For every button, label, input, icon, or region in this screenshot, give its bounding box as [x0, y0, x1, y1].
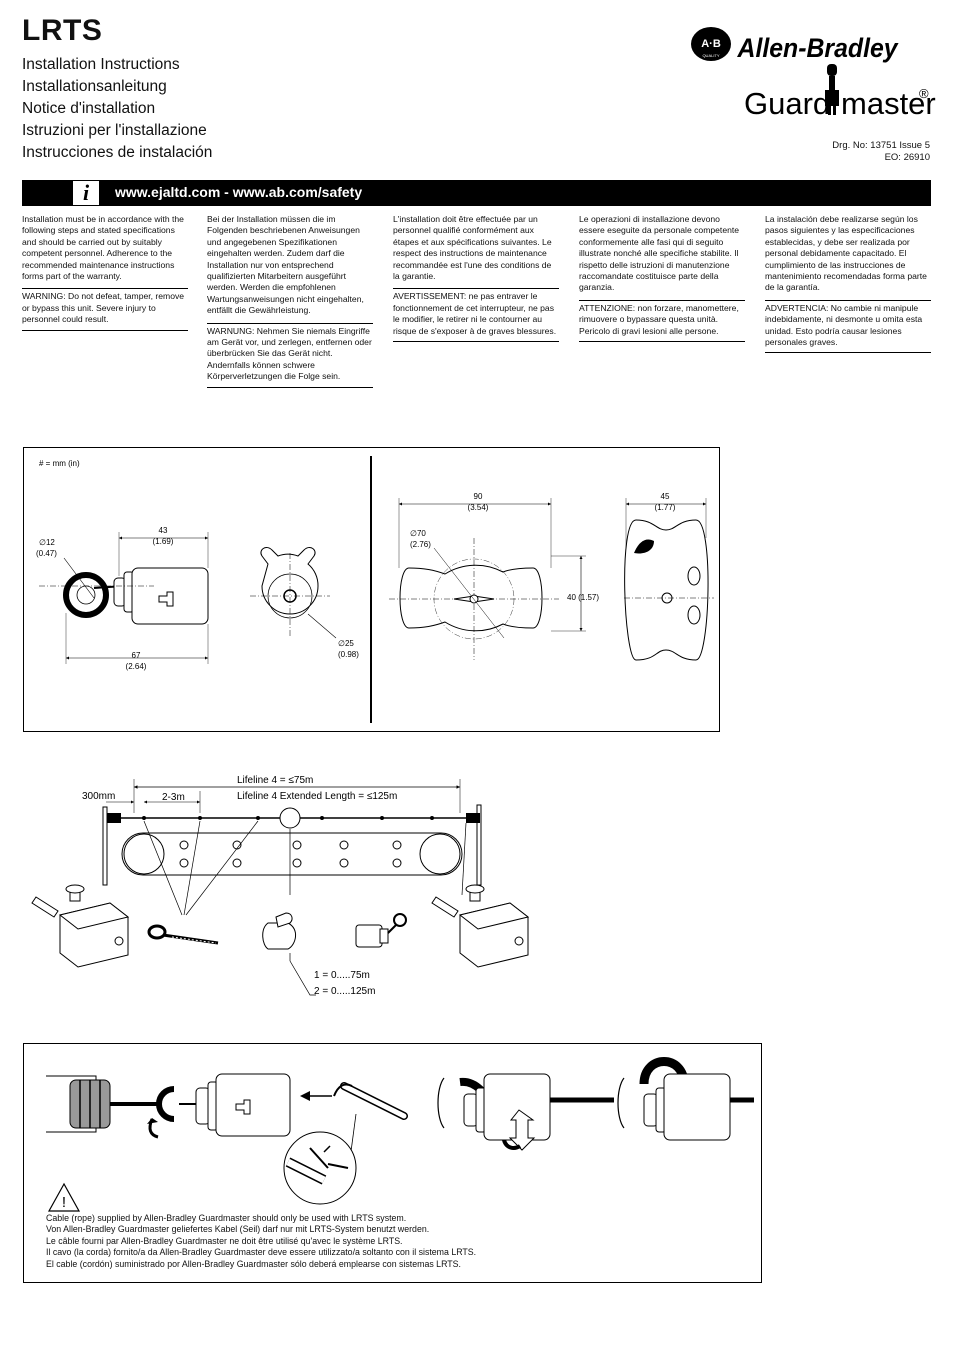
- dim-67-in: (2.64): [126, 662, 147, 671]
- warning-french: AVERTISSEMENT: ne pas entraver le foncti…: [393, 288, 559, 343]
- website-urls[interactable]: www.ejaltd.com - www.ab.com/safety: [115, 184, 363, 200]
- cable-note-de: Von Allen-Bradley Guardmaster gelieferte…: [46, 1224, 430, 1235]
- column-german: Bei der Installation müssen die im Folge…: [207, 214, 373, 388]
- dim-90-in: (3.54): [468, 503, 489, 512]
- subtitle-de: Installationsanleitung: [22, 78, 167, 95]
- warning-english: WARNING: Do not defeat, tamper, remove o…: [22, 288, 188, 331]
- drawing-number: Drg. No: 13751 Issue 5: [832, 140, 930, 151]
- column-spanish: La instalación debe realizarse según los…: [765, 214, 931, 354]
- step3-assembly: [617, 1057, 754, 1141]
- subtitle-en: Installation Instructions: [22, 56, 180, 73]
- spacing-label: 2-3m: [162, 792, 185, 803]
- subtitle-es: Instrucciones de instalación: [22, 144, 213, 161]
- step2-assembly: [437, 1073, 614, 1151]
- dim-d25-in: (0.98): [338, 650, 359, 659]
- cable-note-it: Il cavo (la corda) fornito/a da Allen-Br…: [46, 1247, 477, 1258]
- tensioner-front-view: [389, 538, 559, 660]
- hook-tensioner: [355, 913, 407, 948]
- guardmaster-master-text: master: [841, 86, 936, 121]
- subtitle-fr: Notice d'installation: [22, 100, 156, 117]
- eye-bolt: [147, 924, 219, 945]
- body-italian: Le operazioni di installazione devono es…: [579, 214, 740, 293]
- body-spanish: La instalación debe realizarse según los…: [765, 214, 927, 293]
- body-german: Bei der Installation müssen die im Folge…: [207, 214, 364, 316]
- column-english: Installation must be in accordance with …: [22, 214, 188, 331]
- ab-quality-text: QUALITY: [702, 53, 719, 58]
- cable-assembly-figure: !: [23, 1043, 762, 1283]
- allen-bradley-wordmark: Allen-Bradley: [737, 34, 900, 63]
- dim-43: 43: [159, 526, 168, 535]
- conveyor: [121, 832, 463, 876]
- dimensions-drawing: # = mm (in) ∅12 (0.47) 43 (1.69) 67 (2.6…: [36, 456, 714, 723]
- url-banner: i www.ejaltd.com - www.ab.com/safety: [22, 180, 931, 206]
- warning-triangle-icon: !: [47, 1182, 81, 1212]
- switch-right: [431, 884, 530, 968]
- tensioner-part: [262, 912, 296, 950]
- dim-45: 45: [661, 492, 670, 501]
- units-note: # = mm (in): [39, 459, 80, 468]
- dim-45-in: (1.77): [655, 503, 676, 512]
- end-post-left: [102, 806, 108, 886]
- registered-mark: ®: [919, 86, 929, 101]
- dim-d12-in: (0.47): [36, 549, 57, 558]
- document-title: LRTS: [22, 14, 103, 47]
- dim-d70: ∅70: [410, 529, 426, 538]
- hook-front-view: [250, 547, 330, 638]
- dim-d25: ∅25: [338, 639, 354, 648]
- column-french: L'installation doit être effectuée par u…: [393, 214, 559, 343]
- system-layout-diagram: Lifeline 4 = ≤75m Lifeline 4 Extended Le…: [31, 775, 530, 997]
- allen-bradley-guardmaster-logo: A·B QUALITY Allen-Bradley Guard master ®: [691, 27, 936, 121]
- range-75m: 1 = 0.....75m: [314, 970, 370, 981]
- dim-43-in: (1.69): [153, 537, 174, 546]
- cable-note-es: El cable (cordón) suministrado por Allen…: [46, 1258, 461, 1269]
- warning-german: WARNUNG: Nehmen Sie niemals Eingriffe am…: [207, 322, 373, 388]
- range-125m: 2 = 0.....125m: [314, 986, 375, 997]
- dim-67: 67: [132, 651, 141, 660]
- leader-d12: [63, 557, 95, 599]
- tensioner-side-view: [624, 519, 714, 661]
- eo-number: EO: 26910: [884, 152, 930, 163]
- ab-logo-text: A·B: [701, 38, 721, 50]
- subtitle-it: Istruzioni per l'installazione: [22, 122, 207, 139]
- body-english: Installation must be in accordance with …: [22, 214, 184, 282]
- detail-callout: [283, 1113, 357, 1205]
- cable-note-en: Cable (rope) supplied by Allen-Bradley G…: [46, 1213, 407, 1223]
- tensioner-on-rope: [279, 807, 301, 829]
- switch-left: [31, 884, 130, 968]
- warning-italian: ATTENZIONE: non forzare, manomettere, ri…: [579, 299, 745, 343]
- cable-notes: Cable (rope) supplied by Allen-Bradley G…: [46, 1213, 476, 1270]
- cable-note-fr: Le câble fourni par Allen-Bradley Guardm…: [46, 1235, 403, 1246]
- hook-side-view: [39, 567, 209, 625]
- dim-90: 90: [474, 492, 483, 501]
- info-icon: i: [73, 181, 99, 205]
- dim-40: 40 (1.57): [567, 593, 599, 602]
- drawing-info: Drg. No: 13751 Issue 5 EO: 26910: [832, 140, 930, 164]
- subtitle-list: Installation Instructions Installationsa…: [22, 54, 212, 164]
- end-distance-label: 300mm: [82, 791, 115, 802]
- body-french: L'installation doit être effectuée par u…: [393, 214, 552, 282]
- column-italian: Le operazioni di installazione devono es…: [579, 214, 745, 343]
- guardsman-icon: [825, 64, 839, 115]
- step1-assembly: [46, 1073, 408, 1139]
- dim-d12: ∅12: [39, 538, 55, 547]
- warning-mark: !: [62, 1194, 66, 1211]
- dim-d70-in: (2.76): [410, 540, 431, 549]
- dimensions-figure: # = mm (in) ∅12 (0.47) 43 (1.69) 67 (2.6…: [23, 447, 720, 732]
- cable-assembly-drawing: !: [46, 1057, 754, 1212]
- warning-spanish: ADVERTENCIA: No cambie ni manipule indeb…: [765, 299, 931, 354]
- lifeline-extended-label: Lifeline 4 Extended Length = ≤125m: [237, 791, 397, 802]
- guardmaster-guard-text: Guard: [744, 86, 830, 121]
- lifeline-label: Lifeline 4 = ≤75m: [237, 775, 313, 786]
